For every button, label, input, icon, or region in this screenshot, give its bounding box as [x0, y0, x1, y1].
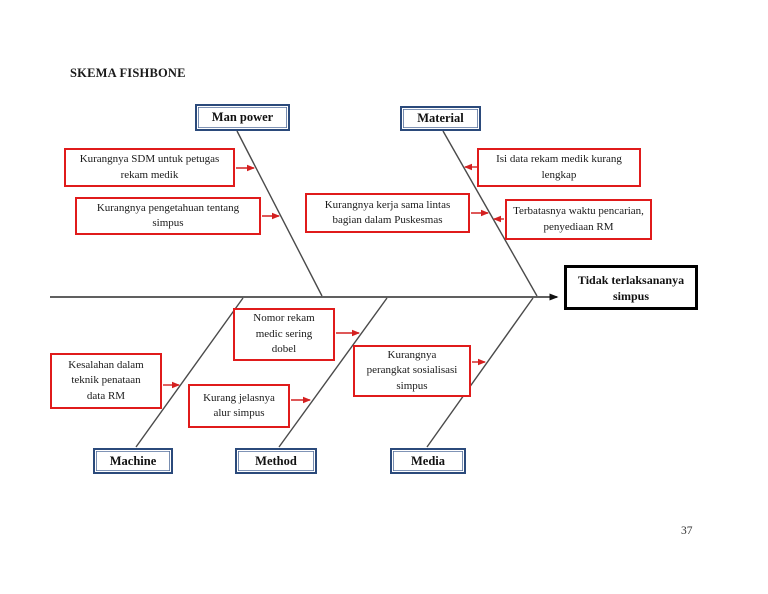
page-number: 37 [681, 525, 693, 537]
category-box-manpower: Man power [195, 104, 290, 131]
cause-box-perangkat: Kurangnya perangkat sosialisasi simpus [353, 345, 471, 397]
bone-material [442, 130, 538, 297]
bone-media [426, 297, 534, 448]
cause-box-sdm: Kurangnya SDM untuk petugas rekam medik [64, 148, 235, 187]
category-box-material: Material [400, 106, 481, 131]
category-box-media: Media [390, 448, 466, 474]
cause-box-kurangjelas: Kurang jelasnya alur simpus [188, 384, 290, 428]
cause-box-nomor: Nomor rekam medic sering dobel [233, 308, 335, 361]
category-box-machine: Machine [93, 448, 173, 474]
cause-box-kesalahan: Kesalahan dalam teknik penataan data RM [50, 353, 162, 409]
cause-box-pengetahuan: Kurangnya pengetahuan tentang simpus [75, 197, 261, 235]
cause-box-isidata: Isi data rekam medik kurang lengkap [477, 148, 641, 187]
bone-method [278, 297, 388, 448]
page-title: SKEMA FISHBONE [70, 66, 186, 80]
category-box-method: Method [235, 448, 317, 474]
bone-machine [135, 297, 244, 448]
cause-box-terbatas: Terbatasnya waktu pencarian, penyediaan … [505, 199, 652, 240]
effect-box: Tidak terlaksananya simpus [564, 265, 698, 310]
cause-box-kerjasama: Kurangnya kerja sama lintas bagian dalam… [305, 193, 470, 233]
